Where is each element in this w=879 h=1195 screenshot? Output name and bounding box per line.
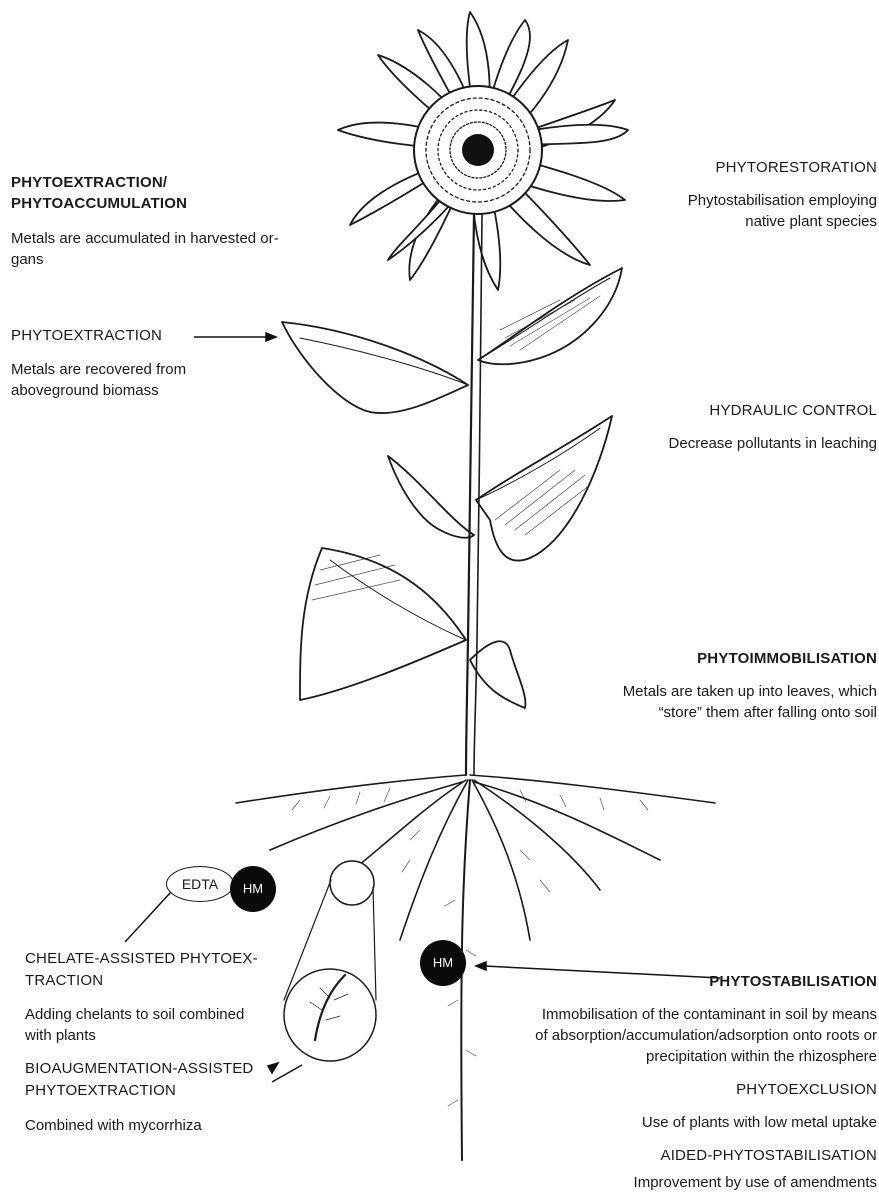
hm-label: HM [243,881,263,896]
hm-metal-circle: HM [230,866,276,912]
chelate-desc-2: with plants [25,1025,96,1046]
chelate-title-1: CHELATE-ASSISTED PHYTOEX- [25,948,258,969]
phytorestoration-desc-2: native plant species [745,211,877,232]
zoom-circle-small [330,861,374,905]
phytorestoration-title: PHYTORESTORATION [715,157,877,178]
phytoexclusion-title: PHYTOEXCLUSION [736,1079,877,1100]
hydraulic-control-title: HYDRAULIC CONTROL [709,400,877,421]
phytoextraction-accumulation-desc-2: gans [11,249,44,270]
phytostabilisation-desc-2: of absorption/accumulation/adsorption on… [535,1025,877,1046]
phytoextraction-accumulation-title-1: PHYTOEXTRACTION/ [11,172,167,193]
chelate-desc-1: Adding chelants to soil combined [25,1004,244,1025]
aided-phytostabilisation-desc: Improvement by use of amendments [634,1172,877,1193]
phytoexclusion-desc: Use of plants with low metal uptake [642,1112,877,1133]
phytoextraction-accumulation-title-2: PHYTOACCUMULATION [11,193,187,214]
edta-node: EDTA [166,866,234,902]
bioaugmentation-title-1: BIOAUGMENTATION-ASSISTED [25,1058,253,1079]
leaves [282,268,622,708]
aided-phytostabilisation-title: AIDED-PHYTOSTABILISATION [660,1145,877,1166]
phytostabilisation-desc-1: Immobilisation of the contaminant in soi… [542,1004,877,1025]
roots [236,775,715,1160]
phytoextraction-desc-1: Metals are recovered from [11,359,186,380]
hm-root-label: HM [433,955,453,970]
hm-root-circle: HM [420,940,466,986]
phytorestoration-desc-1: Phytostabilisation employing [688,190,877,211]
phytostabilisation-desc-3: precipitation within the rhizosphere [646,1046,877,1067]
phytostabilisation-title: PHYTOSTABILISATION [709,971,877,992]
stem [466,215,474,775]
edta-label: EDTA [182,876,218,892]
phytoimmobilisation-title: PHYTOIMMOBILISATION [697,648,877,669]
bioaugmentation-title-2: PHYTOEXTRACTION [25,1080,176,1101]
hydraulic-control-desc: Decrease pollutants in leaching [669,433,877,454]
bioaugmentation-desc: Combined with mycorrhiza [25,1115,202,1136]
phytoextraction-accumulation-desc-1: Metals are accumulated in harvested or- [11,228,279,249]
phytoextraction-title: PHYTOEXTRACTION [11,325,162,346]
chelate-title-2: TRACTION [25,970,103,991]
zoom-circle-large [284,969,376,1061]
phytoextraction-desc-2: aboveground biomass [11,380,159,401]
phytoimmobilisation-desc-1: Metals are taken up into leaves, which [623,681,877,702]
phytoimmobilisation-desc-2: “store” them after falling onto soil [659,702,877,723]
